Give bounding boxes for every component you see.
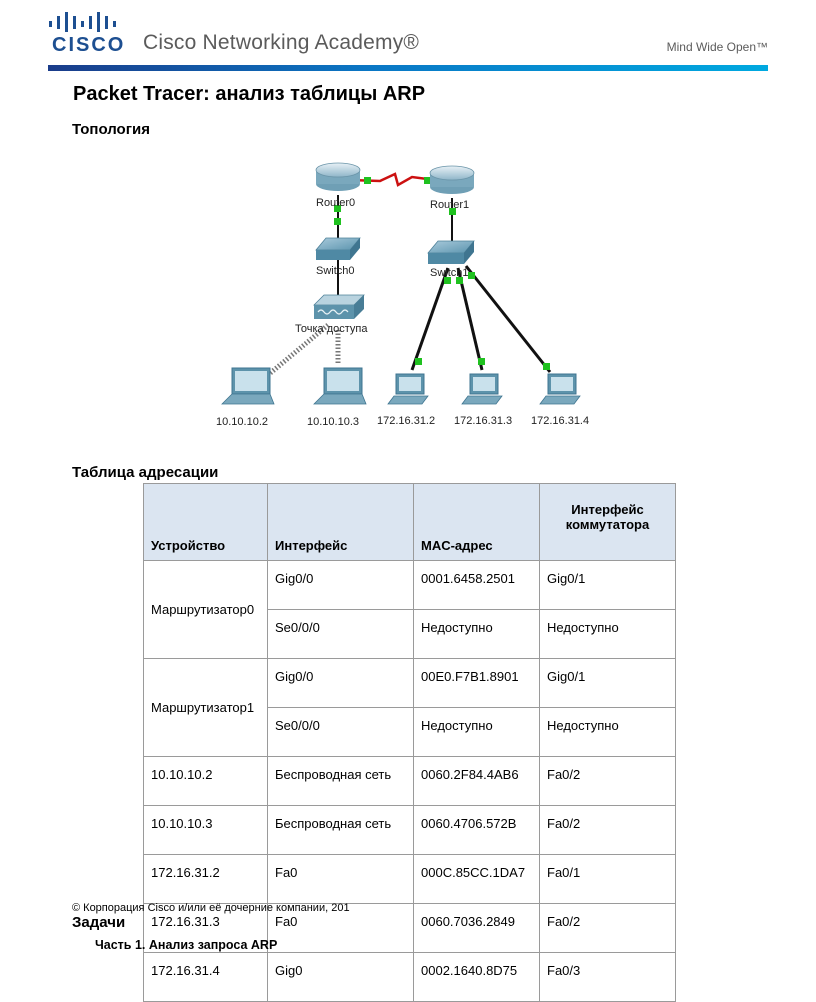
interface-cell: Gig0/0 bbox=[267, 658, 414, 708]
table-row: 172.16.31.2 Fa0 000C.85CC.1DA7 Fa0/1 bbox=[143, 854, 676, 904]
switch0-label: Switch0 bbox=[316, 265, 355, 277]
table-row: Маршрутизатор0 Gig0/0 0001.6458.2501 Gig… bbox=[143, 560, 676, 659]
switch-icon bbox=[315, 237, 361, 260]
switch-port-cell: Fa0/2 bbox=[539, 903, 676, 953]
switch-port-cell: Fa0/3 bbox=[539, 952, 676, 1002]
pc-icon bbox=[387, 373, 429, 405]
table-row: 172.16.31.4 Gig0 0002.1640.8D75 Fa0/3 bbox=[143, 952, 676, 1002]
pc-label: 172.16.31.2 bbox=[377, 415, 435, 427]
academy-title: Cisco Networking Academy® bbox=[143, 31, 420, 54]
addressing-heading: Таблица адресации bbox=[72, 464, 219, 481]
mac-cell: 0060.7036.2849 bbox=[413, 903, 540, 953]
device-cell: 10.10.10.3 bbox=[143, 805, 268, 855]
page-header: CISCO Cisco Networking Academy® Mind Wid… bbox=[0, 0, 816, 72]
router0-label: Router0 bbox=[316, 197, 355, 209]
laptop-label: 10.10.10.3 bbox=[307, 416, 359, 428]
device-cell: Маршрутизатор1 bbox=[143, 658, 268, 757]
pc-label: 172.16.31.3 bbox=[454, 415, 512, 427]
tasks-heading: Задачи bbox=[72, 914, 126, 931]
interface-cell: Se0/0/0 bbox=[267, 707, 414, 757]
laptop-label: 10.10.10.2 bbox=[216, 416, 268, 428]
cisco-wordmark: CISCO bbox=[52, 34, 126, 56]
device-cell: Маршрутизатор0 bbox=[143, 560, 268, 659]
router1-label: Router1 bbox=[430, 199, 469, 211]
mac-cell: Недоступно bbox=[413, 707, 540, 757]
interface-cell: Fa0 bbox=[267, 903, 414, 953]
device-cell: 10.10.10.2 bbox=[143, 756, 268, 806]
serial-link bbox=[349, 172, 436, 187]
column-header: Интерфейс bbox=[267, 483, 414, 561]
table-header-row: Устройство Интерфейс MAC-адрес Интерфейс… bbox=[143, 483, 676, 561]
switch-port-cell: Недоступно bbox=[539, 609, 676, 659]
link-status-lights bbox=[334, 177, 550, 370]
pc-icon bbox=[539, 373, 581, 405]
switch-port-cell: Fa0/2 bbox=[539, 756, 676, 806]
device-cell: 172.16.31.2 bbox=[143, 854, 268, 904]
mac-cell: Недоступно bbox=[413, 609, 540, 659]
access-point-label: Точка доступа bbox=[295, 323, 368, 335]
table-row: 10.10.10.3 Беспроводная сеть 0060.4706.5… bbox=[143, 805, 676, 855]
router-icon bbox=[315, 162, 361, 191]
interface-cell: Gig0 bbox=[267, 952, 414, 1002]
table-row: Маршрутизатор1 Gig0/0 00E0.F7B1.8901 Gig… bbox=[143, 658, 676, 757]
column-header: Устройство bbox=[143, 483, 268, 561]
interface-cell: Fa0 bbox=[267, 854, 414, 904]
pc-label: 172.16.31.4 bbox=[531, 415, 589, 427]
mac-cell: 0060.2F84.4AB6 bbox=[413, 756, 540, 806]
mac-cell: 0002.1640.8D75 bbox=[413, 952, 540, 1002]
switch-port-cell: Недоступно bbox=[539, 707, 676, 757]
laptop-icon bbox=[313, 367, 367, 405]
mac-cell: 0060.4706.572B bbox=[413, 805, 540, 855]
device-cell: 172.16.31.4 bbox=[143, 952, 268, 1002]
mac-cell: 00E0.F7B1.8901 bbox=[413, 658, 540, 708]
switch-port-cell: Fa0/2 bbox=[539, 805, 676, 855]
tagline: Mind Wide Open™ bbox=[666, 40, 768, 54]
router-icon bbox=[429, 165, 475, 194]
header-rule bbox=[48, 65, 768, 71]
mac-cell: 000C.85CC.1DA7 bbox=[413, 854, 540, 904]
copyright-notice: © Корпорация Cisco и/или её дочерние ком… bbox=[72, 902, 350, 914]
document-title: Packet Tracer: анализ таблицы ARP bbox=[73, 83, 426, 105]
cisco-bridge-logo-icon bbox=[49, 12, 116, 32]
part1-heading: Часть 1. Анализ запроса ARP bbox=[95, 938, 278, 952]
links bbox=[266, 172, 552, 377]
switch-port-cell: Gig0/1 bbox=[539, 560, 676, 610]
laptop-icon bbox=[221, 367, 275, 405]
switch1-label: Switch1 bbox=[430, 267, 469, 279]
interface-cell: Беспроводная сеть bbox=[267, 756, 414, 806]
access-point-icon bbox=[313, 294, 365, 319]
table-row: 10.10.10.2 Беспроводная сеть 0060.2F84.4… bbox=[143, 756, 676, 806]
addressing-table: Устройство Интерфейс MAC-адрес Интерфейс… bbox=[143, 483, 676, 1002]
topology-diagram: Router0 Router1 Switch0 Switch1 Точка до… bbox=[216, 162, 589, 428]
table-row: Se0/0/0 Недоступно Недоступно bbox=[144, 609, 676, 659]
mac-cell: 0001.6458.2501 bbox=[413, 560, 540, 610]
table-row: Se0/0/0 Недоступно Недоступно bbox=[144, 707, 676, 757]
interface-cell: Gig0/0 bbox=[267, 560, 414, 610]
switch-icon bbox=[427, 240, 475, 264]
column-header: Интерфейс коммутатора bbox=[539, 483, 676, 561]
interface-cell: Se0/0/0 bbox=[267, 609, 414, 659]
switch-port-cell: Fa0/1 bbox=[539, 854, 676, 904]
topology-heading: Топология bbox=[72, 121, 150, 138]
switch-port-cell: Gig0/1 bbox=[539, 658, 676, 708]
column-header: MAC-адрес bbox=[413, 483, 540, 561]
pc-icon bbox=[461, 373, 503, 405]
interface-cell: Беспроводная сеть bbox=[267, 805, 414, 855]
